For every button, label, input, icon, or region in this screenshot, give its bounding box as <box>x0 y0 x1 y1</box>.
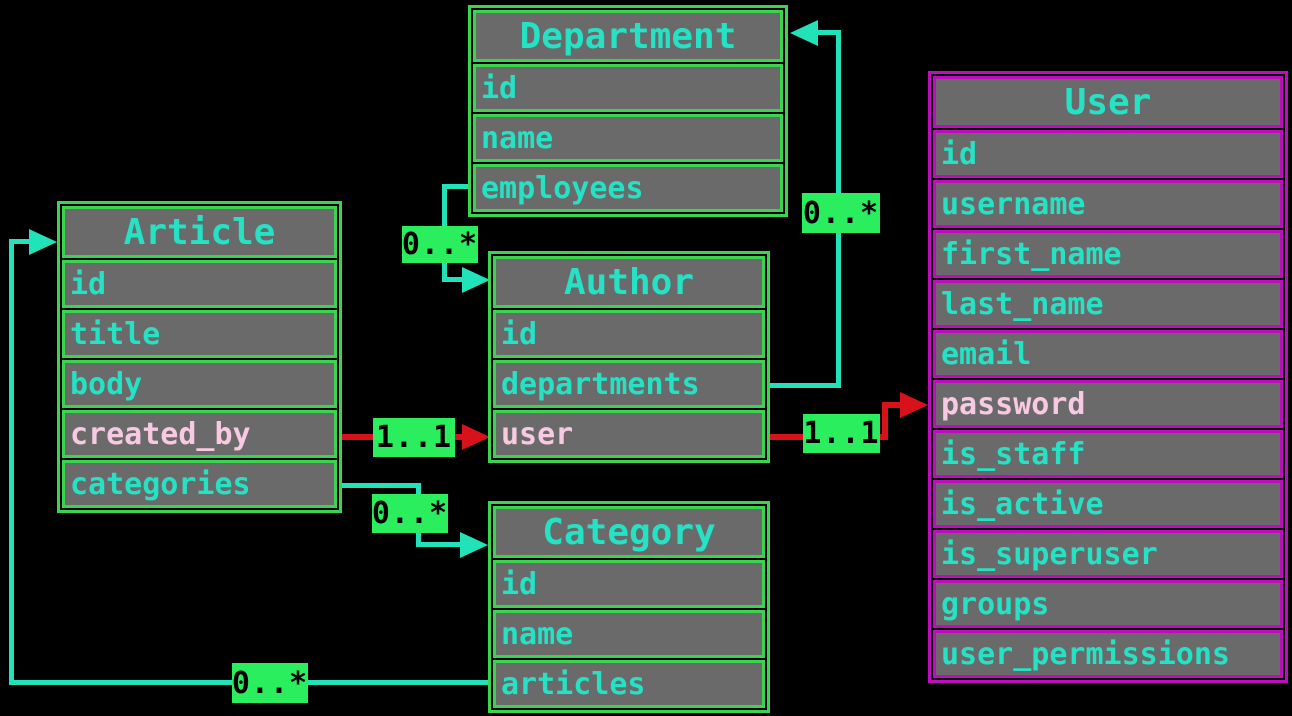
entity-author: Author id departments user <box>488 251 770 463</box>
field-row-name: name <box>493 610 765 658</box>
entity-user-title: User <box>933 76 1283 128</box>
field-row-name: name <box>473 114 783 162</box>
arrowhead-into-department <box>790 20 818 46</box>
connector-articles-article-segment <box>9 239 14 685</box>
field-row-username: username <box>933 180 1283 228</box>
field-row-groups: groups <box>933 580 1283 628</box>
entity-article: Article id title body created_by categor… <box>57 201 342 513</box>
field-row-body: body <box>62 360 337 408</box>
field-row-id: id <box>933 130 1283 178</box>
field-row-first-name: first_name <box>933 230 1283 278</box>
field-row-id: id <box>493 310 765 358</box>
connector-employees-author-segment <box>442 277 466 282</box>
field-row-is-active: is_active <box>933 480 1283 528</box>
field-row-articles: articles <box>493 660 765 708</box>
arrowhead-into-author-user <box>462 424 490 450</box>
field-row-id: id <box>493 560 765 608</box>
connector-departments-department-segment <box>815 30 841 35</box>
cardinality-badge-user-password: 1..1 <box>803 414 880 453</box>
field-row-id: id <box>473 64 783 112</box>
cardinality-badge-author-department: 0..* <box>802 193 880 233</box>
cardinality-badge-createdby-user: 1..1 <box>373 418 455 457</box>
field-row-last-name: last_name <box>933 280 1283 328</box>
cardinality-badge-categories-category: 0..* <box>371 494 449 533</box>
arrowhead-into-article <box>29 229 57 255</box>
entity-article-title: Article <box>62 206 337 258</box>
field-row-title: title <box>62 310 337 358</box>
field-row-user-permissions: user_permissions <box>933 630 1283 678</box>
field-row-created-by: created_by <box>62 410 337 458</box>
field-row-id: id <box>62 260 337 308</box>
entity-category-title: Category <box>493 506 765 558</box>
connector-categories-category-segment <box>342 483 421 488</box>
connector-categories-category-segment <box>416 542 462 547</box>
connector-user-password-segment <box>882 402 904 408</box>
cardinality-badge-department-author: 0..* <box>401 226 479 263</box>
field-row-departments: departments <box>493 360 765 408</box>
entity-department-title: Department <box>473 10 783 62</box>
connector-employees-author-segment <box>442 184 468 189</box>
connector-articles-article-segment <box>9 239 31 244</box>
field-row-is-staff: is_staff <box>933 430 1283 478</box>
field-row-email: email <box>933 330 1283 378</box>
arrowhead-into-author <box>462 267 490 293</box>
entity-user: User id username first_name last_name em… <box>928 71 1288 683</box>
connector-departments-department-segment <box>770 383 841 388</box>
entity-author-title: Author <box>493 256 765 308</box>
arrowhead-into-category <box>460 532 488 558</box>
field-row-password: password <box>933 380 1283 428</box>
entity-category: Category id name articles <box>488 501 770 713</box>
field-row-user: user <box>493 410 765 458</box>
field-row-employees: employees <box>473 164 783 212</box>
entity-department: Department id name employees <box>468 5 788 217</box>
cardinality-badge-articles-article: 0..* <box>232 663 308 703</box>
field-row-categories: categories <box>62 460 337 508</box>
arrowhead-into-user-password <box>900 392 928 418</box>
connector-user-password-segment <box>882 402 888 440</box>
field-row-is-superuser: is_superuser <box>933 530 1283 578</box>
